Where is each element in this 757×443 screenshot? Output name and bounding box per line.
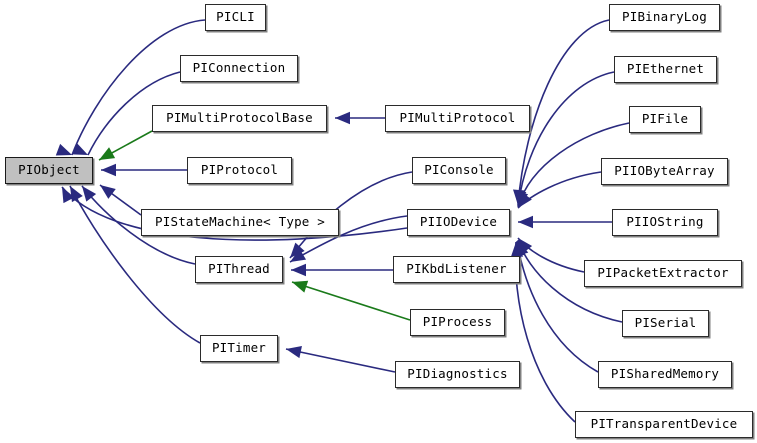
class-node-label: PIConsole bbox=[424, 162, 494, 178]
class-node-label: PIPacketExtractor bbox=[597, 265, 729, 281]
inheritance-arrowhead bbox=[99, 147, 116, 160]
inheritance-edge bbox=[71, 19, 206, 156]
inheritance-edge bbox=[517, 19, 610, 206]
class-node-label: PIFile bbox=[641, 111, 689, 127]
class-node-piethernet[interactable]: PIEthernet bbox=[614, 56, 717, 83]
class-node-pidiagnostics[interactable]: PIDiagnostics bbox=[395, 361, 520, 388]
inheritance-arrowhead bbox=[101, 163, 117, 177]
class-node-piiobytearray[interactable]: PIIOByteArray bbox=[601, 158, 728, 185]
class-node-pistatemachine[interactable]: PIStateMachine< Type > bbox=[141, 209, 339, 236]
class-node-piiodevice[interactable]: PIIODevice bbox=[407, 209, 510, 236]
inheritance-arrowhead bbox=[71, 143, 88, 155]
class-node-pithread[interactable]: PIThread bbox=[195, 256, 283, 283]
inheritance-edge bbox=[69, 185, 201, 344]
class-node-label: PITransparentDevice bbox=[590, 416, 738, 432]
inheritance-edge bbox=[285, 348, 396, 373]
inheritance-edge bbox=[517, 237, 585, 273]
inheritance-edge bbox=[517, 71, 615, 207]
class-node-label: PIMultiProtocolBase bbox=[166, 110, 313, 126]
class-node-label: PITimer bbox=[211, 340, 267, 356]
inheritance-edge bbox=[516, 240, 599, 373]
class-node-label: PIBinaryLog bbox=[622, 9, 707, 25]
class-node-label: PIProcess bbox=[422, 314, 493, 330]
inheritance-arrowhead bbox=[290, 242, 305, 258]
inheritance-edge bbox=[289, 171, 413, 259]
inheritance-arrowhead bbox=[100, 185, 116, 199]
class-node-label: PISharedMemory bbox=[610, 366, 720, 382]
inheritance-arrowhead bbox=[335, 111, 351, 125]
class-node-label: PIIOString bbox=[626, 214, 704, 230]
class-node-piobject[interactable]: PIObject bbox=[5, 157, 93, 184]
inheritance-arrowhead bbox=[510, 242, 524, 258]
class-node-label: PIIODevice bbox=[419, 214, 498, 230]
inheritance-arrowhead bbox=[518, 215, 534, 229]
inheritance-arrowhead bbox=[82, 186, 97, 202]
inheritance-edge bbox=[291, 281, 411, 321]
class-node-label: PISerial bbox=[634, 315, 697, 331]
class-node-label: PIIOByteArray bbox=[614, 163, 715, 179]
class-node-piprocess[interactable]: PIProcess bbox=[410, 309, 505, 336]
inheritance-edge bbox=[61, 186, 408, 241]
class-node-label: PIDiagnostics bbox=[407, 366, 508, 382]
inheritance-arrowhead bbox=[62, 187, 75, 204]
inheritance-arrowhead bbox=[518, 192, 532, 208]
class-node-piserial[interactable]: PISerial bbox=[622, 310, 709, 337]
inheritance-arrowhead bbox=[55, 143, 72, 156]
inheritance-arrowhead bbox=[291, 263, 307, 277]
class-node-label: PIEthernet bbox=[626, 61, 705, 77]
class-node-label: PIConnection bbox=[192, 60, 286, 76]
class-node-pitimer[interactable]: PITimer bbox=[200, 335, 278, 362]
class-node-picli[interactable]: PICLI bbox=[205, 4, 266, 31]
inheritance-edge bbox=[517, 171, 602, 209]
class-node-piprotocol[interactable]: PIProtocol bbox=[187, 157, 292, 184]
class-node-label: PIProtocol bbox=[200, 162, 279, 178]
inheritance-edge bbox=[87, 71, 181, 156]
class-node-piconsole[interactable]: PIConsole bbox=[412, 157, 506, 184]
class-node-pipacketextractor[interactable]: PIPacketExtractor bbox=[584, 260, 742, 287]
inheritance-arrowhead bbox=[286, 346, 302, 359]
class-node-pikbdlistener[interactable]: PIKbdListener bbox=[393, 256, 520, 283]
class-node-label: PICLI bbox=[216, 9, 255, 25]
class-node-pimultiprotocol[interactable]: PIMultiProtocol bbox=[385, 105, 530, 132]
inheritance-arrowhead bbox=[290, 248, 307, 262]
class-node-label: PIObject bbox=[18, 162, 80, 178]
inheritance-edge bbox=[517, 122, 630, 208]
class-node-label: PIMultiProtocol bbox=[399, 110, 516, 126]
class-node-piconnection[interactable]: PIConnection bbox=[180, 55, 298, 82]
class-node-pifile[interactable]: PIFile bbox=[629, 106, 701, 133]
class-node-label: PIThread bbox=[208, 261, 270, 277]
class-node-label: PIStateMachine< Type > bbox=[155, 214, 325, 230]
class-node-pitransparentdevice[interactable]: PITransparentDevice bbox=[575, 411, 753, 438]
class-node-pisharedmemory[interactable]: PISharedMemory bbox=[598, 361, 732, 388]
class-node-pibinarylog[interactable]: PIBinaryLog bbox=[609, 4, 720, 31]
class-node-label: PIKbdListener bbox=[406, 261, 507, 277]
inheritance-arrowhead bbox=[292, 280, 309, 293]
inheritance-edge bbox=[514, 241, 576, 423]
class-node-piiostring[interactable]: PIIOString bbox=[612, 209, 718, 236]
class-node-pimultiprotocolbase[interactable]: PIMultiProtocolBase bbox=[152, 105, 327, 132]
